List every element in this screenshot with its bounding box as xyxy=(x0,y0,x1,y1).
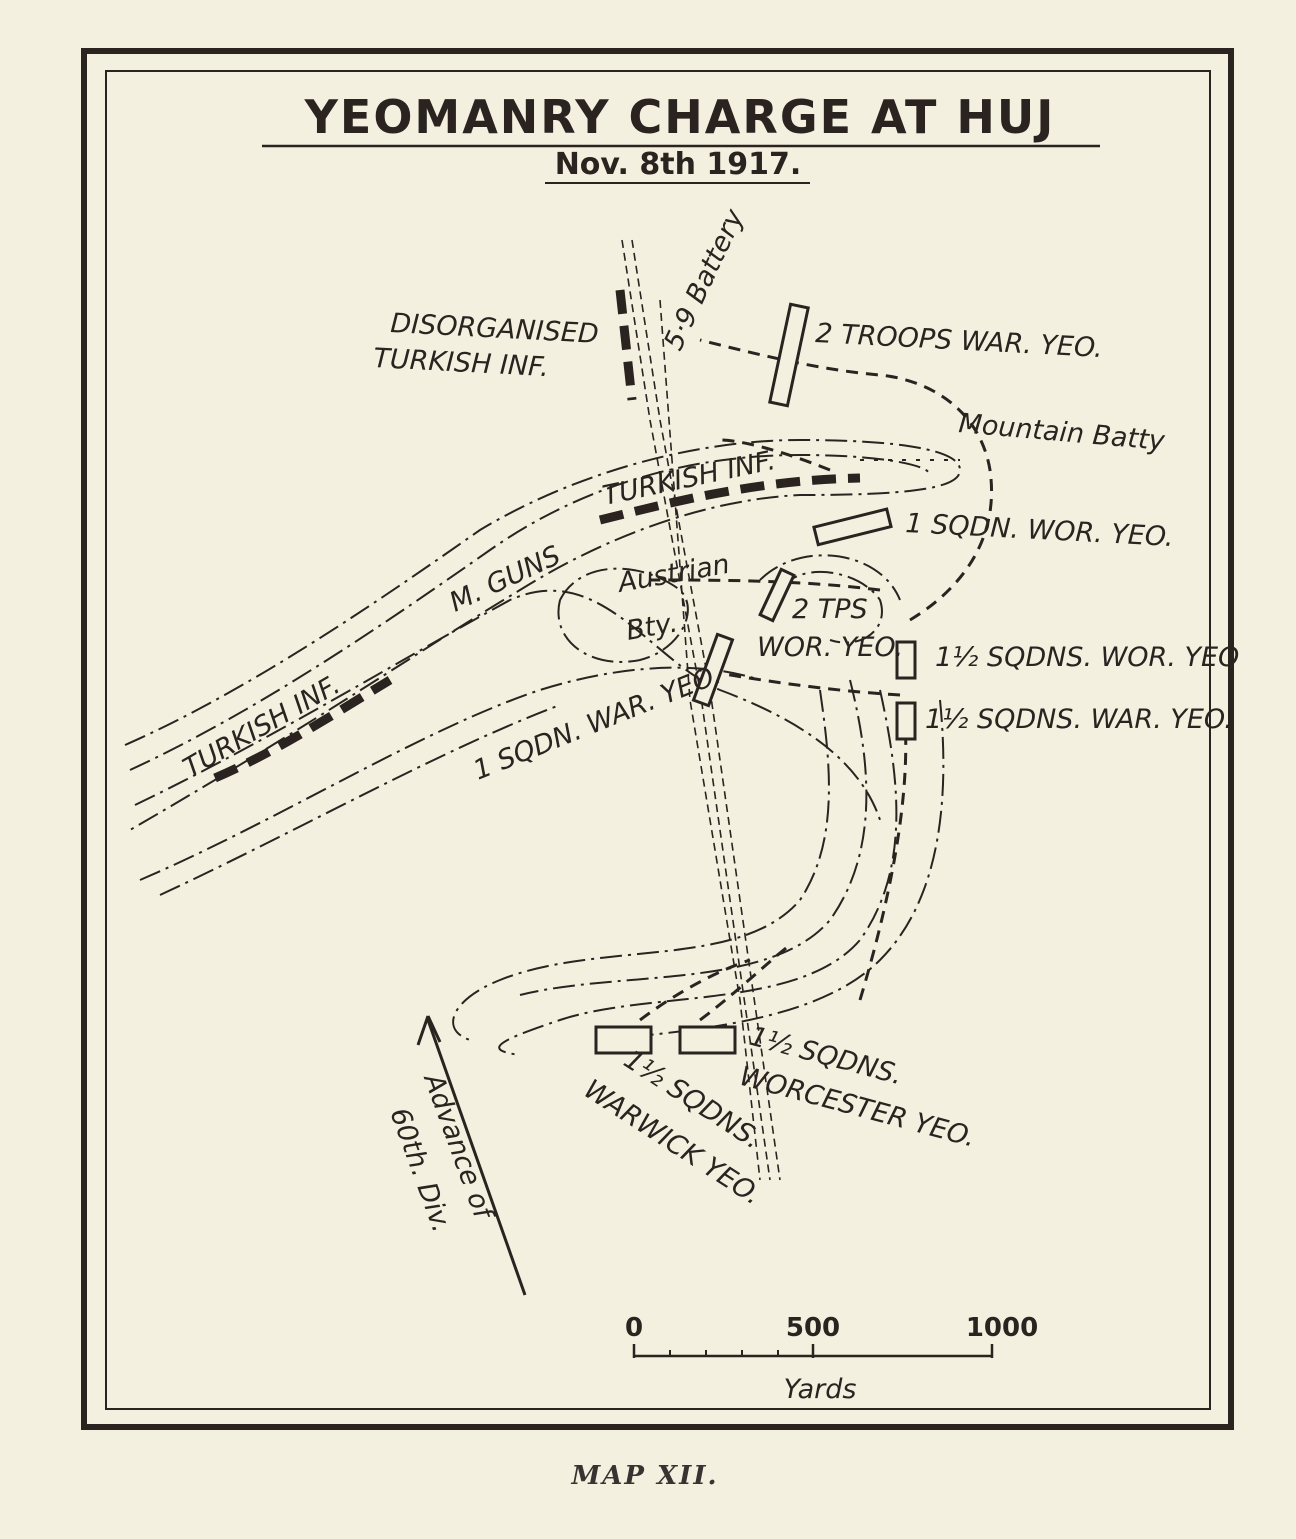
label-austrian: Austrian xyxy=(614,549,732,599)
advance-arrowhead-icon xyxy=(416,1015,442,1046)
map-title: YEOMANRY CHARGE AT HUJ xyxy=(304,90,1056,144)
scale-tick-0: 0 xyxy=(625,1313,643,1343)
british-units xyxy=(594,302,917,1055)
label-one-sqdn-wor: 1 SQDN. WOR. YEO. xyxy=(905,508,1175,553)
label-two-tps: 2 TPS xyxy=(792,594,868,625)
scale-unit: Yards xyxy=(784,1374,857,1405)
label-two-troops-war: 2 TROOPS WAR. YEO. xyxy=(815,318,1104,364)
label-one-sqdn-war: 1 SQDN. WAR. YEO. xyxy=(469,659,726,787)
advance-arrow xyxy=(426,1019,527,1296)
label-one-half-sqdns-war: 1½ SQDNS. WAR. YEO. xyxy=(925,704,1233,735)
ridge-contours xyxy=(124,438,962,1056)
outer-border xyxy=(81,48,1234,1430)
turkish-positions xyxy=(213,289,960,783)
scale-tick-1000: 1000 xyxy=(966,1313,1038,1343)
label-59-battery: 5·9 Battery xyxy=(658,204,751,355)
label-mountain-batty: Mountain Batty xyxy=(957,408,1167,457)
label-turkish-inf-top: TURKISH INF. xyxy=(373,343,550,383)
scale-bar: 0 500 1000 Yards xyxy=(625,1313,1038,1405)
charge-routes xyxy=(416,338,993,1296)
label-m-guns: M. GUNS xyxy=(445,540,565,618)
inner-border xyxy=(105,70,1211,1410)
label-wor-yeo: WOR. YEO. xyxy=(757,632,903,663)
scale-tick-500: 500 xyxy=(786,1313,840,1343)
label-one-half-sqdns-wor: 1½ SQDNS. WOR. YEO xyxy=(935,642,1239,673)
map-caption: MAP XII. xyxy=(570,1461,718,1491)
label-bty: Bty. xyxy=(624,607,680,646)
map-subtitle: Nov. 8th 1917. xyxy=(555,147,802,182)
label-disorganised: DISORGANISED xyxy=(390,308,600,350)
